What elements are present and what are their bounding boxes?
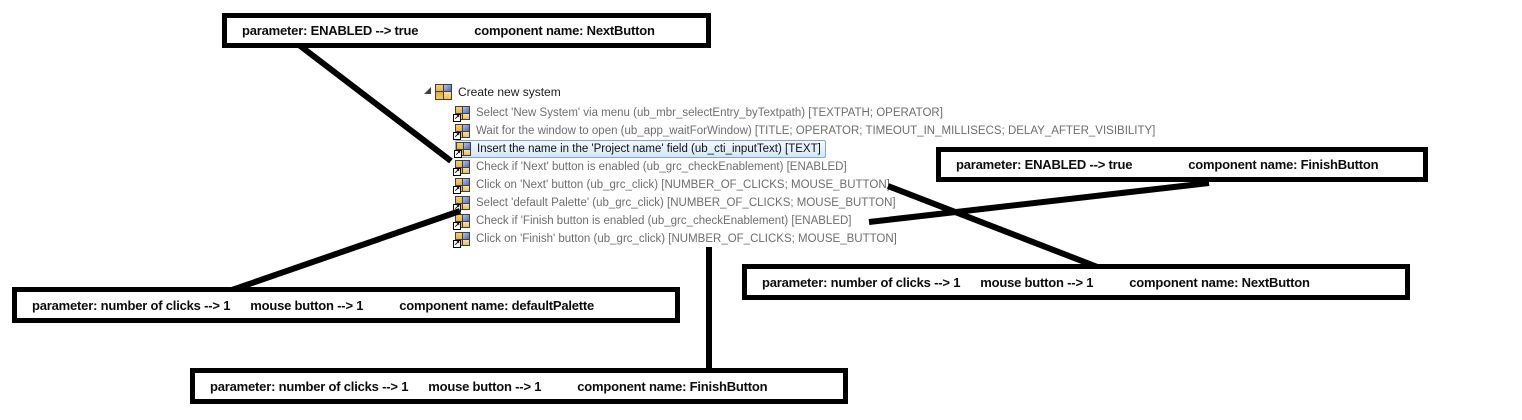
- referenced-test-step-icon: ↗: [453, 160, 470, 176]
- callout-component-text: component name: defaultPalette: [399, 297, 595, 313]
- callout-default-palette-click: parameter: number of clicks --> 1 mouse …: [12, 287, 680, 323]
- referenced-test-step-icon: ↗: [453, 178, 470, 194]
- callout-parameter-text: parameter: number of clicks --> 1: [32, 297, 231, 313]
- tree-item-check-next-enabled[interactable]: ↗ Check if 'Next' button is enabled (ub_…: [453, 158, 851, 176]
- tree-item-label: Click on 'Next' button (ub_grc_click) [N…: [476, 179, 890, 191]
- tree-item-click-finish[interactable]: ↗ Click on 'Finish' button (ub_grc_click…: [453, 230, 901, 248]
- tree-item-label: Wait for the window to open (ub_app_wait…: [476, 125, 1156, 137]
- callout-finish-click: parameter: number of clicks --> 1 mouse …: [190, 368, 848, 404]
- tree-item-label: Click on 'Finish' button (ub_grc_click) …: [476, 233, 897, 245]
- tree-children: ↗ Select 'New System' via menu (ub_mbr_s…: [453, 104, 1159, 248]
- referenced-test-step-icon: ↗: [453, 232, 470, 248]
- callout-finish-enabled: parameter: ENABLED --> true component na…: [936, 147, 1428, 182]
- tree-item-select-new-system[interactable]: ↗ Select 'New System' via menu (ub_mbr_s…: [453, 104, 947, 122]
- reference-arrow-icon: ↗: [453, 132, 461, 140]
- test-case-tree: Create new system ↗ Select 'New System' …: [424, 83, 1159, 248]
- callout-component-text: component name: FinishButton: [1188, 157, 1379, 172]
- referenced-test-step-icon: ↗: [453, 106, 470, 122]
- callout-parameter-text: parameter: ENABLED --> true: [242, 23, 419, 38]
- callout-mouse-button-text: mouse button --> 1: [250, 297, 364, 313]
- callout-mouse-button-text: mouse button --> 1: [428, 378, 542, 394]
- callout-parameter-text: parameter: number of clicks --> 1: [762, 274, 961, 290]
- reference-arrow-icon: ↗: [453, 222, 461, 230]
- tree-item-label: Select 'New System' via menu (ub_mbr_sel…: [476, 107, 943, 119]
- reference-arrow-icon: ↗: [453, 204, 461, 212]
- tree-item-label: Check if 'Finish button is enabled (ub_g…: [476, 215, 852, 227]
- reference-arrow-icon: ↗: [453, 168, 461, 176]
- referenced-test-step-icon: ↗: [454, 142, 471, 158]
- referenced-test-step-icon: ↗: [453, 214, 470, 230]
- tree-item-insert-project-name[interactable]: ↗ Insert the name in the 'Project name' …: [454, 140, 826, 158]
- reference-arrow-icon: ↗: [453, 114, 461, 122]
- callout-next-enabled: parameter: ENABLED --> true component na…: [222, 13, 711, 48]
- callout-parameter-text: parameter: number of clicks --> 1: [210, 378, 409, 394]
- tree-item-select-default-palette[interactable]: ↗ Select 'default Palette' (ub_grc_click…: [453, 194, 900, 212]
- referenced-test-step-icon: ↗: [453, 124, 470, 140]
- reference-arrow-icon: ↗: [453, 240, 461, 248]
- callout-component-text: component name: FinishButton: [577, 378, 768, 394]
- test-case-icon: [435, 83, 452, 100]
- tree-item-wait-for-window[interactable]: ↗ Wait for the window to open (ub_app_wa…: [453, 122, 1159, 140]
- callout-mouse-button-text: mouse button --> 1: [980, 274, 1094, 290]
- expand-triangle-icon[interactable]: [424, 87, 431, 94]
- tree-item-label: Select 'default Palette' (ub_grc_click) …: [476, 197, 896, 209]
- callout-component-text: component name: NextButton: [1129, 274, 1310, 290]
- tree-root-create-new-system[interactable]: Create new system: [424, 83, 561, 100]
- callout-parameter-text: parameter: ENABLED --> true: [956, 157, 1133, 172]
- callout-component-text: component name: NextButton: [474, 23, 655, 38]
- reference-arrow-icon: ↗: [454, 150, 462, 158]
- tree-item-label: Check if 'Next' button is enabled (ub_gr…: [476, 161, 847, 173]
- tree-item-check-finish-enabled[interactable]: ↗ Check if 'Finish button is enabled (ub…: [453, 212, 856, 230]
- callout-next-click: parameter: number of clicks --> 1 mouse …: [742, 264, 1410, 300]
- tree-root-label: Create new system: [458, 84, 561, 99]
- reference-arrow-icon: ↗: [453, 186, 461, 194]
- tree-item-click-next[interactable]: ↗ Click on 'Next' button (ub_grc_click) …: [453, 176, 894, 194]
- referenced-test-step-icon: ↗: [453, 196, 470, 212]
- tree-item-label: Insert the name in the 'Project name' fi…: [477, 143, 821, 155]
